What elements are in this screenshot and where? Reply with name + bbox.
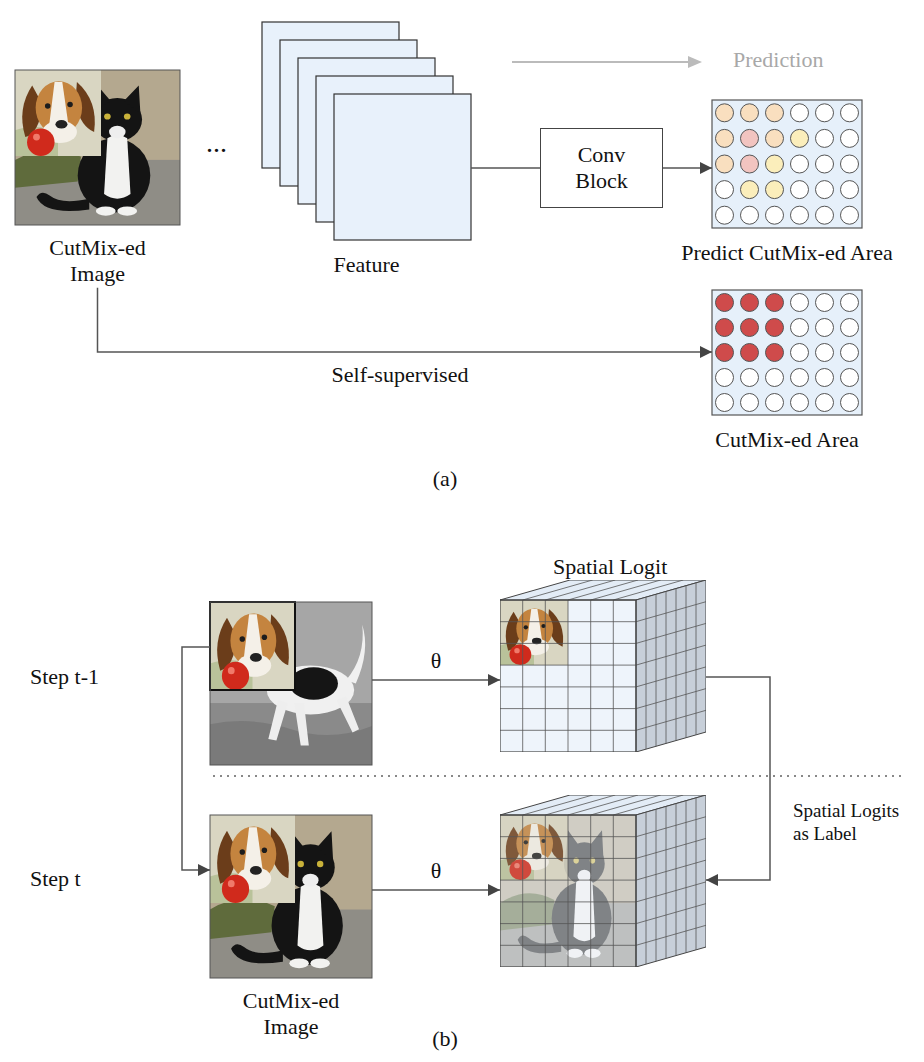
label-holder: Spatial Logits as Label <box>790 800 908 846</box>
cube-caption: Spatial Logit <box>500 554 706 580</box>
greyed-label: Prediction <box>733 47 823 73</box>
cube-dog-patch <box>500 600 568 665</box>
feature-caption: Feature <box>262 252 471 278</box>
step-separator <box>213 775 905 777</box>
connector <box>98 288 713 352</box>
cube-lines <box>500 795 706 967</box>
crop-box <box>210 602 295 690</box>
grid-node: CutMix-ed Area <box>712 290 862 415</box>
image-node <box>210 602 372 765</box>
step-cur-photo <box>210 815 372 978</box>
photo-frame <box>210 602 372 765</box>
subfigure-label: (a) <box>433 466 457 492</box>
label-holder: (b) <box>432 1026 458 1052</box>
label-holder: ... <box>206 126 227 160</box>
edge-label: θ <box>428 858 445 884</box>
grey-dog-photo <box>210 602 372 765</box>
image-node: CutMix-ed Image <box>210 815 372 1041</box>
image-caption: CutMix-ed Image <box>231 988 351 1041</box>
connector <box>182 647 210 870</box>
cube-dog-patch <box>500 815 568 880</box>
step-label: Step t-1 <box>30 664 99 690</box>
photo-frame <box>210 815 372 978</box>
logit-cube <box>500 580 706 752</box>
prediction-arrow <box>512 56 702 68</box>
grid-caption: CutMix-ed Area <box>715 427 859 453</box>
edge-label: Self-supervised <box>329 362 472 388</box>
feature-node: Feature <box>262 22 471 278</box>
connector <box>372 679 500 681</box>
edge-label: θ <box>428 648 445 674</box>
grid-node: Predict CutMix-ed Area <box>712 100 862 228</box>
connector <box>706 677 770 880</box>
image-caption: CutMix-ed Image <box>38 235 158 288</box>
connector <box>471 167 540 169</box>
step-label: Step t <box>30 866 81 892</box>
label-holder: Step t <box>30 866 81 892</box>
step-prev-photo <box>210 602 372 765</box>
process-box: Conv Block <box>540 128 663 208</box>
label-holder: Self-supervised <box>329 362 472 388</box>
cube-node <box>500 795 706 968</box>
prediction-grid <box>712 100 862 228</box>
grid-caption: Predict CutMix-ed Area <box>681 240 892 266</box>
feature-stack <box>262 22 471 240</box>
dog-crop-photo <box>210 602 295 690</box>
box-text: Conv Block <box>567 142 637 195</box>
image-node: CutMix-ed Image <box>15 70 180 288</box>
label-holder: Prediction <box>733 47 823 73</box>
connector <box>372 889 500 891</box>
target-grid <box>712 290 862 415</box>
cutmix-photo <box>15 70 180 225</box>
subfigure-label: (b) <box>432 1026 458 1052</box>
edge-label: Spatial Logits as Label <box>790 800 908 846</box>
label-holder: Step t-1 <box>30 664 99 690</box>
cube-node: Spatial Logit <box>500 554 706 752</box>
cat-photo <box>15 70 180 225</box>
photo-frame <box>15 70 180 225</box>
label-holder: θ <box>428 858 445 884</box>
label-holder: (a) <box>433 466 457 492</box>
dog-patch-photo <box>210 815 295 903</box>
cat-photo <box>210 815 372 978</box>
ellipsis: ... <box>206 126 227 160</box>
cube-lines <box>500 580 706 752</box>
logit-cube <box>500 795 706 967</box>
connector <box>663 167 712 169</box>
label-holder: θ <box>428 648 445 674</box>
dog-patch-photo <box>15 70 101 156</box>
